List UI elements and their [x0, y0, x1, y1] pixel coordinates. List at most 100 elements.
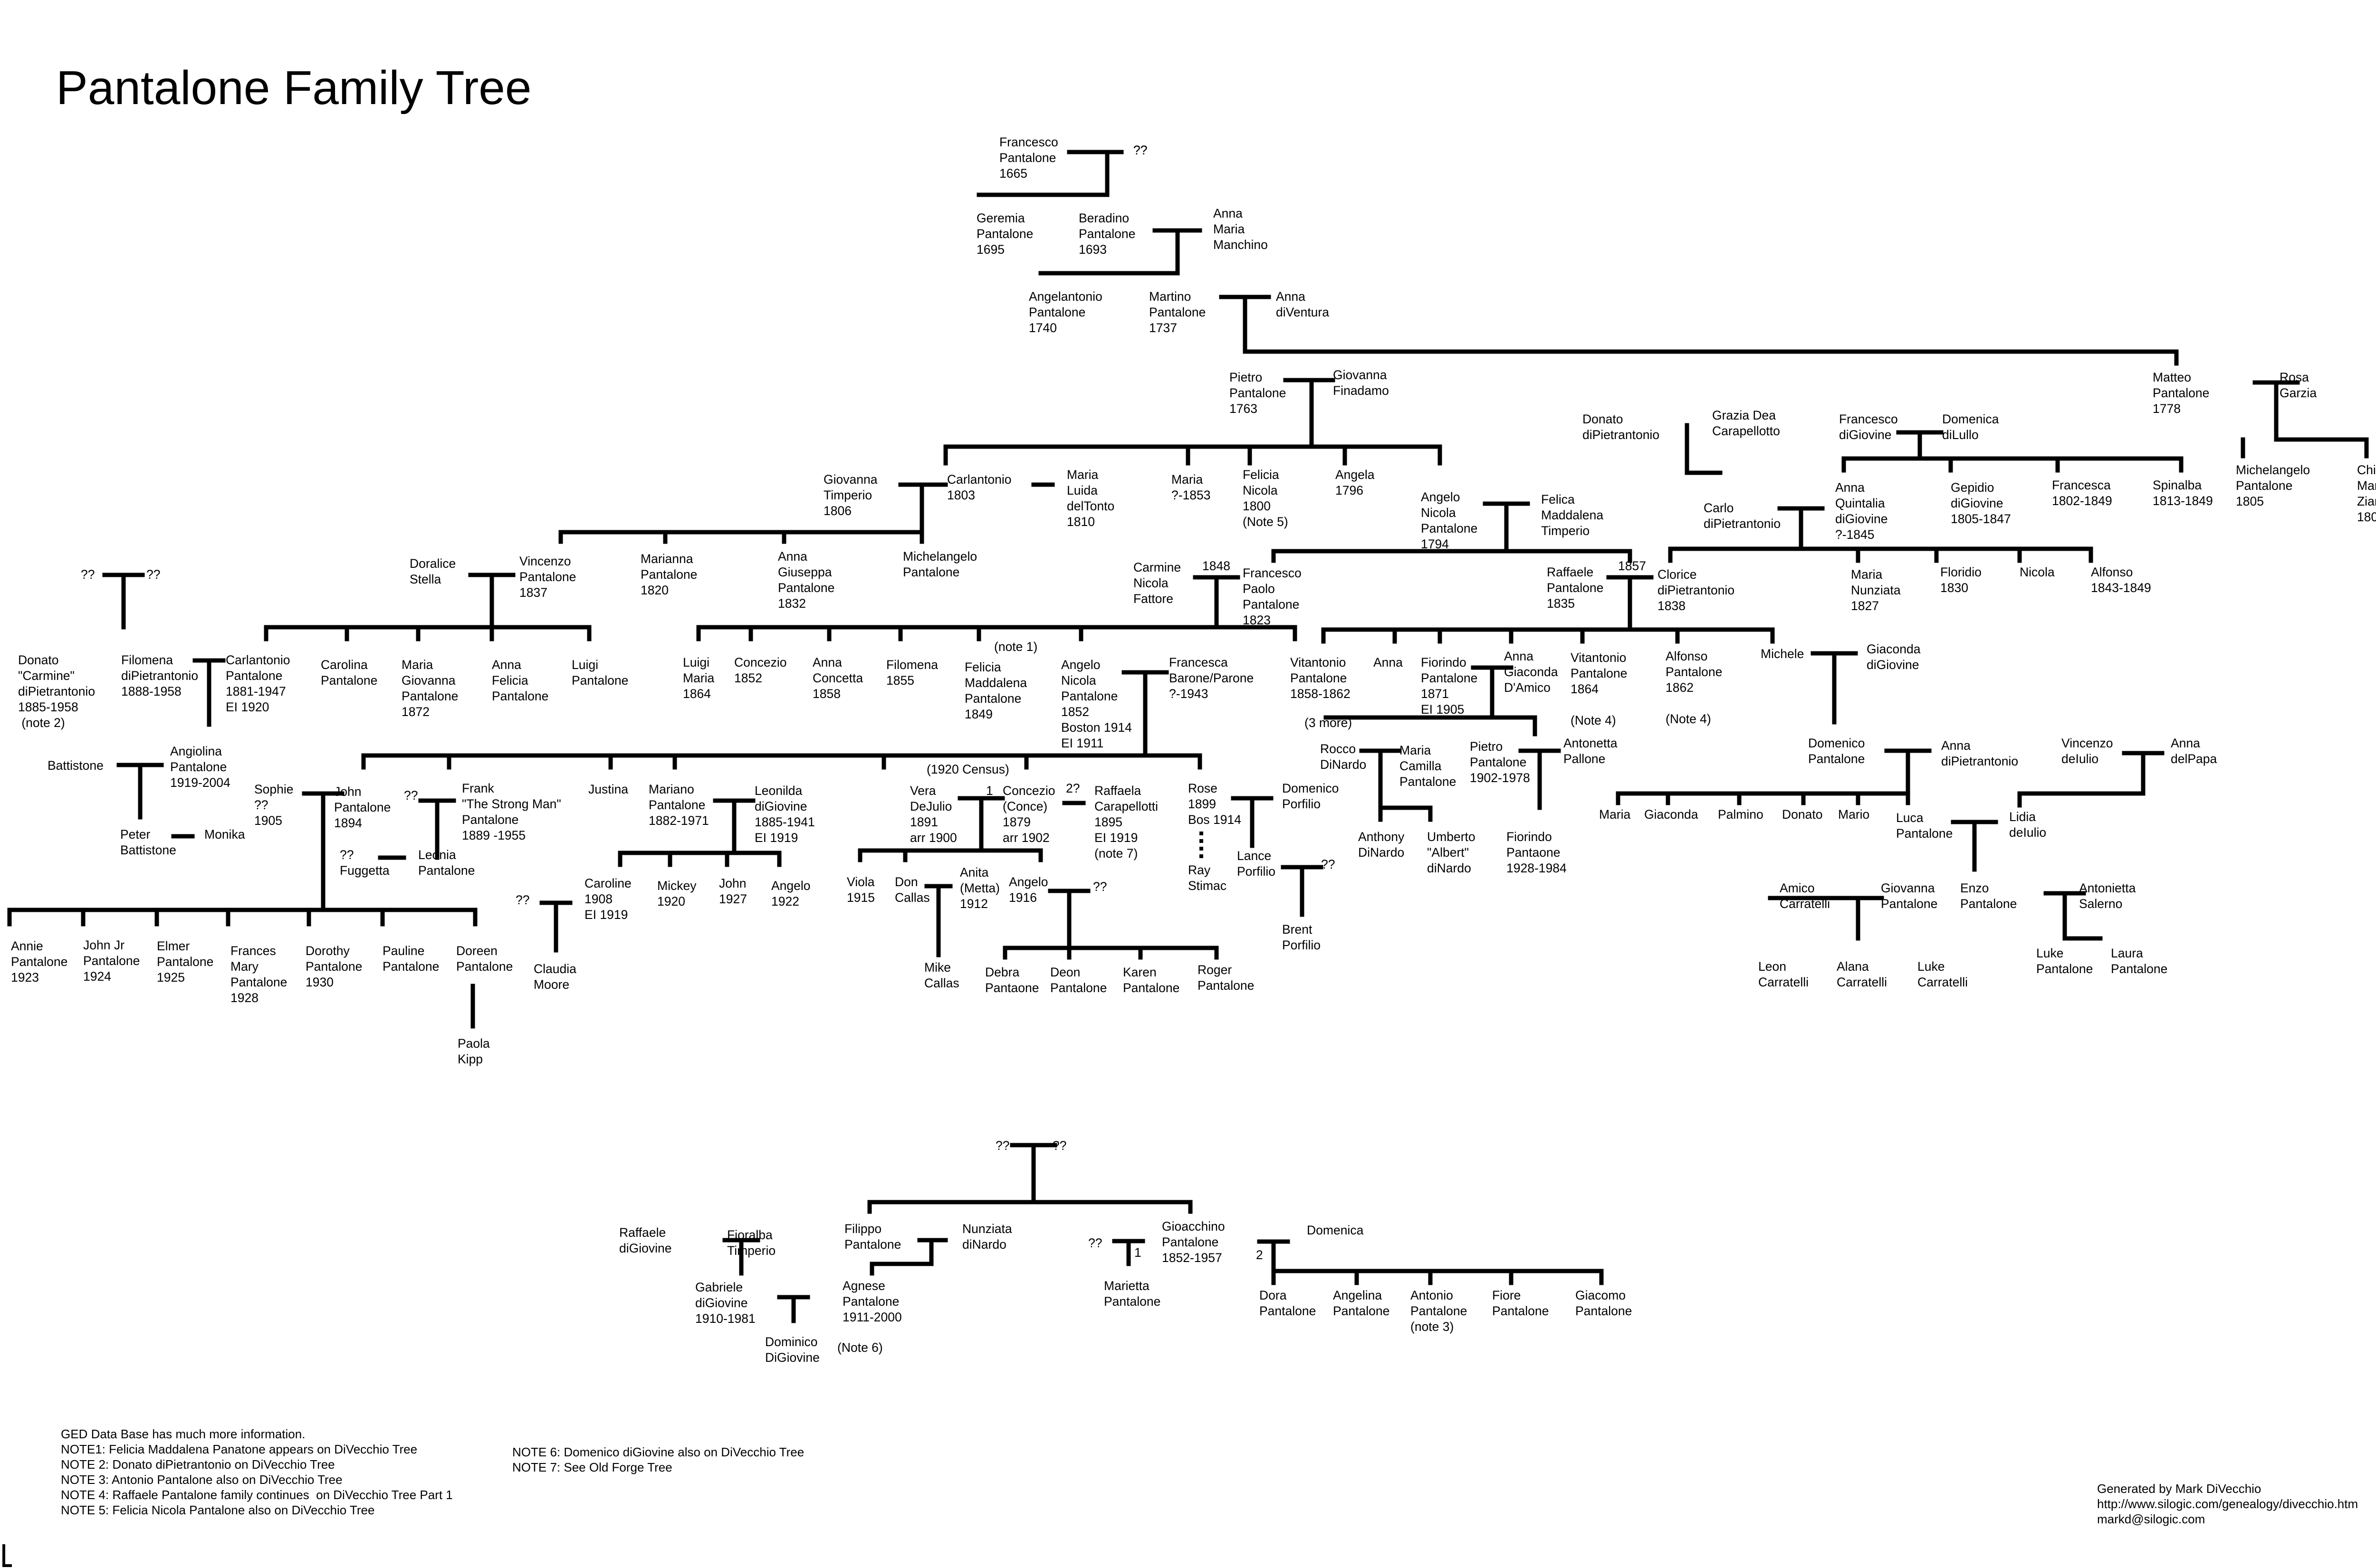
person-mark-2q: 2? — [1066, 781, 1080, 795]
person-donato-dipietrantonio-top: Donato diPietrantonio — [1582, 412, 1660, 442]
person-unk-frank: ?? — [404, 788, 418, 803]
person-antonio: Antonio Pantalone (note 3) — [1410, 1288, 1467, 1334]
person-amico-carratelli: Amico Carratelli — [1780, 881, 1830, 911]
person-unk-angelo: ?? — [1093, 880, 1107, 894]
person-angelo-1852: Angelo Nicola Pantalone 1852 Boston 1914… — [1061, 658, 1132, 750]
person-sophie: Sophie ?? 1905 — [254, 782, 294, 828]
person-dora: Dora Pantalone — [1259, 1288, 1316, 1318]
person-debra: Debra Pantaone — [985, 965, 1039, 995]
person-fuggetta: ?? Fuggetta — [340, 848, 390, 878]
person-luigi-maria: Luigi Maria 1864 — [683, 655, 715, 701]
person-leon-carratelli: Leon Carratelli — [1758, 959, 1809, 989]
person-martino: Martino Pantalone 1737 — [1149, 289, 1206, 335]
person-unk-g2b: ?? — [1053, 1138, 1067, 1153]
person-luke-pantalone: Luke Pantalone — [2036, 946, 2093, 976]
person-dorothy: Dorothy Pantalone 1930 — [306, 944, 363, 989]
person-maria-1853: Maria ?-1853 — [1171, 472, 1211, 502]
person-nunziata-dinardo: Nunziata diNardo — [962, 1222, 1012, 1252]
person-antonetta-pallone: Antonetta Pallone — [1563, 736, 1618, 766]
person-doralice: Doralice Stella — [410, 556, 456, 586]
person-dominico-digiovine: Dominico DiGiovine — [765, 1335, 820, 1365]
person-clorice: Clorice diPietrantonio 1838 — [1657, 567, 1735, 613]
person-angelo-1922: Angelo 1922 — [771, 879, 811, 908]
person-fioralba: Fioralba Timperio — [727, 1228, 776, 1258]
person-census-1920: (1920 Census) — [927, 762, 1009, 776]
person-unk-b: ?? — [146, 567, 161, 582]
person-deon: Deon Pantalone — [1050, 965, 1107, 995]
person-giaconda-digiovine: Giaconda diGiovine — [1867, 642, 1921, 672]
person-angela-1796: Angela 1796 — [1335, 468, 1375, 497]
person-monika: Monika — [204, 827, 245, 841]
notes-left: GED Data Base has much more information.… — [61, 1427, 453, 1517]
person-viola: Viola 1915 — [847, 875, 875, 905]
person-annie: Annie Pantalone 1923 — [11, 939, 68, 985]
person-vera: Vera DeJulio 1891 arr 1900 — [910, 784, 957, 845]
page-title: Pantalone Family Tree — [56, 61, 532, 115]
person-pietro-1902: Pietro Pantalone 1902-1978 — [1470, 739, 1530, 785]
person-chiara: Chiara Maria Zianni 1808 — [2357, 463, 2376, 524]
person-anna-concetta: Anna Concetta 1858 — [813, 655, 863, 701]
person-angelina: Angelina Pantalone — [1333, 1288, 1390, 1318]
notes-right: NOTE 6: Domenico diGiovine also on DiVec… — [512, 1445, 805, 1474]
person-ray-stimac: Ray Stimac — [1188, 863, 1226, 893]
person-francesca-1802: Francesca 1802-1849 — [2052, 478, 2112, 508]
person-pauline: Pauline Pantalone — [383, 944, 440, 974]
person-rosa-garzia: Rosa Garzia — [2280, 370, 2317, 400]
person-raffaela: Raffaela Carapellotti 1895 EI 1919 (note… — [1094, 784, 1159, 860]
person-antonietta-salerno: Antonietta Salerno — [2079, 881, 2136, 911]
person-spinalba: Spinalba 1813-1849 — [2153, 478, 2213, 508]
person-rose: Rose 1899 Bos 1914 — [1188, 781, 1241, 827]
person-paola-kipp: Paola Kipp — [458, 1036, 490, 1066]
person-fiore: Fiore Pantalone — [1492, 1288, 1549, 1318]
person-anna-delpapa: Anna delPapa — [2171, 736, 2217, 766]
person-brent: Brent Porfilio — [1282, 922, 1321, 952]
person-carlantonio-1803: Carlantonio 1803 — [947, 472, 1012, 502]
person-geremia: Geremia Pantalone 1695 — [977, 211, 1034, 257]
person-anna-maria-manchino: Anna Maria Manchino — [1213, 206, 1268, 252]
person-concezio-1852: Concezio 1852 — [734, 655, 787, 685]
person-francesco-1665: Francesco Pantalone 1665 — [999, 135, 1058, 181]
person-michelangelo-pant: Michelangelo Pantalone — [903, 549, 977, 579]
person-roger: Roger Pantalone — [1198, 963, 1255, 993]
person-elmer: Elmer Pantalone 1925 — [157, 939, 214, 985]
person-yr-1857: 1857 — [1618, 559, 1646, 573]
person-giacomo: Giacomo Pantalone — [1575, 1288, 1632, 1318]
person-domenico-porfilio: Domenico Porfilio — [1282, 781, 1339, 811]
person-raffaele-1835: Raffaele Pantalone 1835 — [1547, 565, 1604, 611]
person-caroline: Caroline 1908 EI 1919 — [584, 876, 632, 922]
person-lidia-deiulio: Lidia deIulio — [2009, 810, 2047, 840]
person-mickey: Mickey 1920 — [657, 879, 697, 908]
person-nicola: Nicola — [2020, 565, 2055, 579]
person-john-1894: John Pantalone 1894 — [334, 784, 391, 830]
person-anita: Anita (Metta) 1912 — [960, 865, 1000, 911]
person-anna-dipietrantonio: Anna diPietrantonio — [1941, 738, 2019, 768]
person-domenica-dilullo: Domenica diLullo — [1942, 412, 1999, 442]
person-agnese: Agnese Pantalone 1911-2000 — [843, 1279, 902, 1324]
person-anna-giaconda: Anna Giaconda D'Amico — [1504, 649, 1558, 695]
person-enzo-pantalone: Enzo Pantalone — [1960, 881, 2017, 911]
person-francesca-barone: Francesca Barone/Parone ?-1943 — [1169, 655, 1254, 701]
person-vincenzo-1837: Vincenzo Pantalone 1837 — [519, 554, 576, 600]
person-beradino: Beradino Pantalone 1693 — [1079, 211, 1136, 257]
person-marietta: Marietta Pantalone — [1104, 1279, 1161, 1309]
person-alfonso-1843: Alfonso 1843-1849 — [2091, 565, 2151, 595]
person-maria-c: Maria — [1599, 807, 1631, 822]
person-anna-felicia: Anna Felicia Pantalone — [492, 658, 549, 703]
person-domenico-pantalone: Domenico Pantalone — [1808, 736, 1865, 766]
person-frances-mary: Frances Mary Pantalone 1928 — [230, 944, 287, 1005]
person-pietro-1763: Pietro Pantalone 1763 — [1229, 370, 1286, 416]
person-alfonso-1862: Alfonso Pantalone 1862 (Note 4) — [1666, 649, 1723, 726]
person-michelangelo-1805: Michelangelo Pantalone 1805 — [2236, 463, 2310, 508]
person-luca-pantalone: Luca Pantalone — [1896, 811, 1953, 841]
person-giovanna-finadamo: Giovanna Finadamo — [1333, 368, 1389, 398]
person-angelantonio: Angelantonio Pantalone 1740 — [1029, 289, 1102, 335]
person-maria-luida: Maria Luida delTonto 1810 — [1067, 468, 1115, 529]
person-anna-giuseppa: Anna Giuseppa Pantalone 1832 — [778, 549, 835, 611]
person-francesco-digiovine: Francesco diGiovine — [1839, 412, 1898, 442]
person-unk-lance: ?? — [1321, 857, 1335, 871]
person-carolina: Carolina Pantalone — [321, 658, 378, 688]
person-maria-camilla: Maria Camilla Pantalone — [1399, 743, 1456, 789]
person-frank: Frank "The Strong Man" Pantalone 1889 -1… — [462, 781, 561, 842]
person-mariano: Mariano Pantalone 1882-1971 — [649, 782, 709, 828]
person-mario-c: Mario — [1838, 807, 1870, 822]
